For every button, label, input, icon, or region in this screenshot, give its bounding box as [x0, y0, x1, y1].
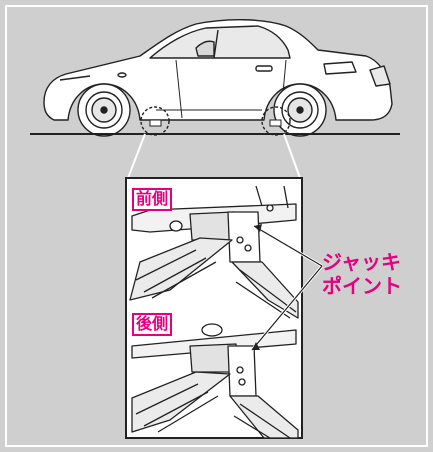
jack-point-label-line1: ジャッキ	[322, 250, 401, 274]
front-label: 前側	[132, 188, 173, 211]
front-jack-point-marker	[140, 106, 170, 136]
side-marker	[323, 61, 357, 75]
rear-wheel	[273, 83, 327, 137]
tail-light	[369, 65, 391, 87]
car-side-view	[43, 19, 393, 121]
rear-jack-point-marker	[261, 106, 291, 136]
front-detail-illustration	[129, 185, 299, 319]
car-window	[149, 25, 291, 59]
rear-detail-illustration	[131, 323, 299, 439]
front-jack-pad	[149, 119, 162, 127]
side-light	[117, 72, 127, 78]
jack-point-pointers-outline	[251, 225, 323, 351]
front-pointer-arrow	[254, 224, 262, 232]
door-line-front	[175, 59, 183, 119]
front-wheel	[77, 83, 131, 137]
rear-pointer-arrow	[252, 342, 260, 350]
jack-point-label-line2: ポイント	[322, 274, 402, 298]
door-handle	[255, 65, 273, 72]
rear-label: 後側	[132, 313, 173, 336]
hood-line	[59, 75, 91, 81]
rear-jack-pad	[269, 119, 282, 127]
side-mirror	[195, 40, 215, 57]
zoom-lines	[127, 133, 301, 179]
